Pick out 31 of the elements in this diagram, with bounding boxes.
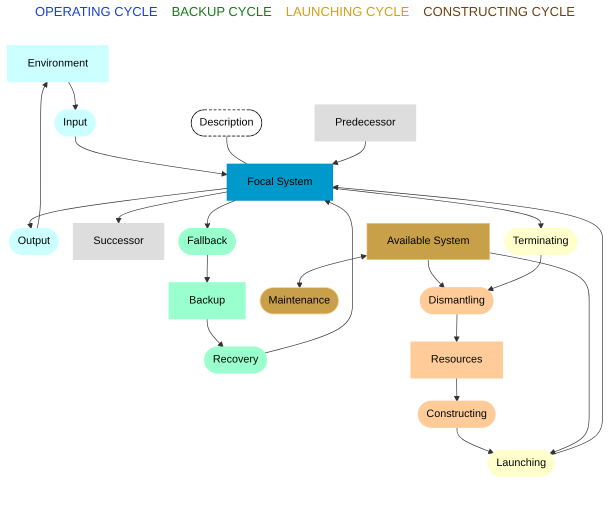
arrow bbox=[116, 192, 228, 224]
arrow bbox=[206, 318, 224, 348]
node-box: Successor bbox=[72, 222, 164, 260]
arrow bbox=[36, 82, 48, 229]
cycle-label: BACKUP CYCLE bbox=[172, 4, 272, 19]
arrow bbox=[27, 188, 228, 229]
arrow bbox=[204, 254, 210, 283]
arrow bbox=[68, 82, 78, 110]
arrow bbox=[204, 200, 236, 229]
node-box: Environment bbox=[7, 45, 109, 82]
arrow bbox=[75, 136, 228, 177]
arrow bbox=[264, 200, 353, 354]
node-box: Available System bbox=[366, 222, 490, 260]
arrow bbox=[454, 378, 460, 402]
arrow bbox=[456, 427, 494, 454]
arrow bbox=[332, 140, 366, 166]
arrow bbox=[296, 254, 367, 288]
arrow bbox=[332, 184, 603, 456]
cycle-label: LAUNCHING CYCLE bbox=[286, 4, 410, 19]
arrow bbox=[428, 259, 445, 288]
node-box: Backup bbox=[168, 282, 246, 320]
arrow bbox=[454, 314, 460, 342]
connector bbox=[226, 136, 248, 164]
arrow bbox=[488, 254, 542, 292]
node-box: Predecessor bbox=[314, 104, 416, 142]
cycle-label: CONSTRUCTING CYCLE bbox=[423, 4, 575, 19]
cycle-label: OPERATING CYCLE bbox=[35, 4, 158, 19]
node-box: Focal System bbox=[226, 164, 334, 201]
node-box: Resources bbox=[410, 341, 503, 379]
arrow bbox=[489, 252, 590, 454]
arrow bbox=[332, 188, 544, 229]
